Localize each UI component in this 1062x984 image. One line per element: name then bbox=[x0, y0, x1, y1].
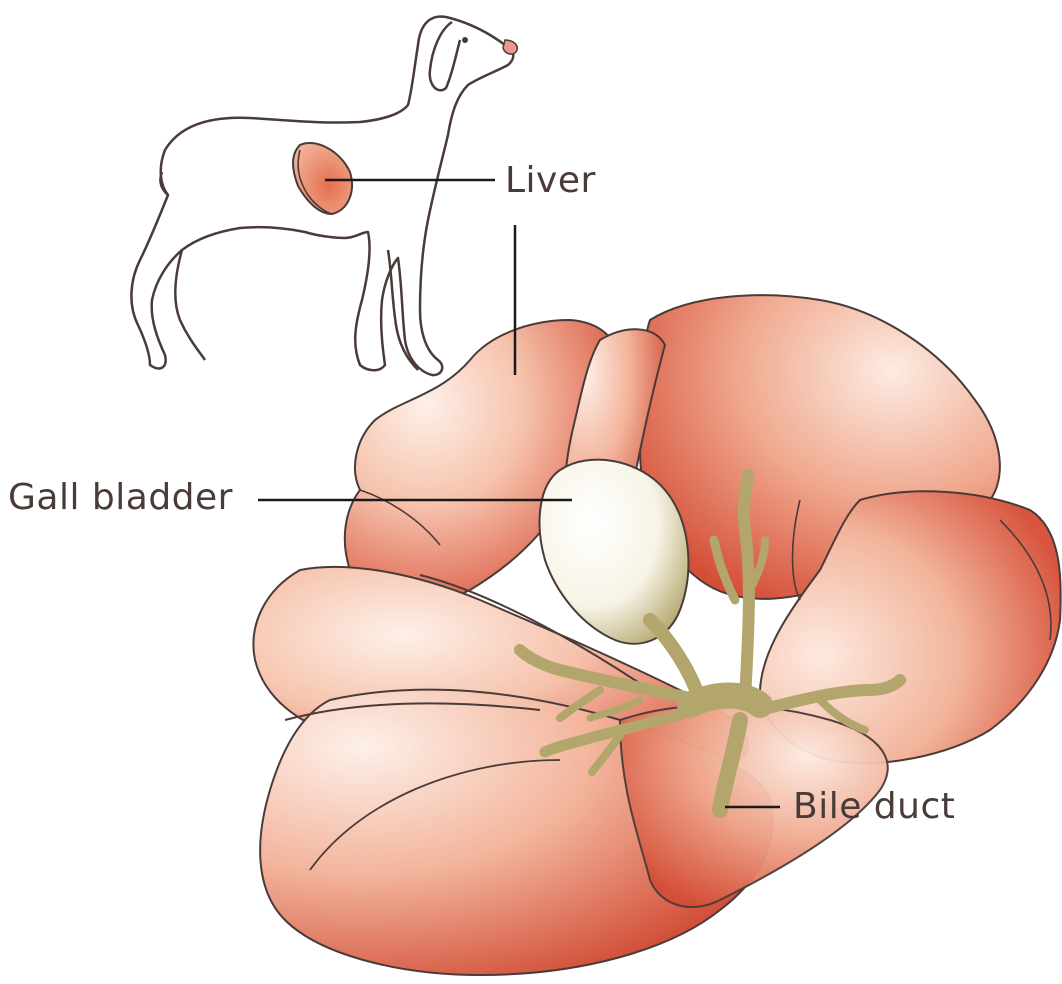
dog-far-hindleg bbox=[175, 250, 205, 360]
liver-label: Liver bbox=[505, 160, 596, 201]
liver-illustration bbox=[253, 295, 1060, 975]
dog-nose bbox=[503, 40, 517, 54]
bile-duct-label: Bile duct bbox=[793, 786, 955, 827]
dog-eye bbox=[462, 37, 468, 43]
gall-bladder-label: Gall bladder bbox=[8, 477, 233, 518]
dog-illustration bbox=[131, 17, 517, 376]
